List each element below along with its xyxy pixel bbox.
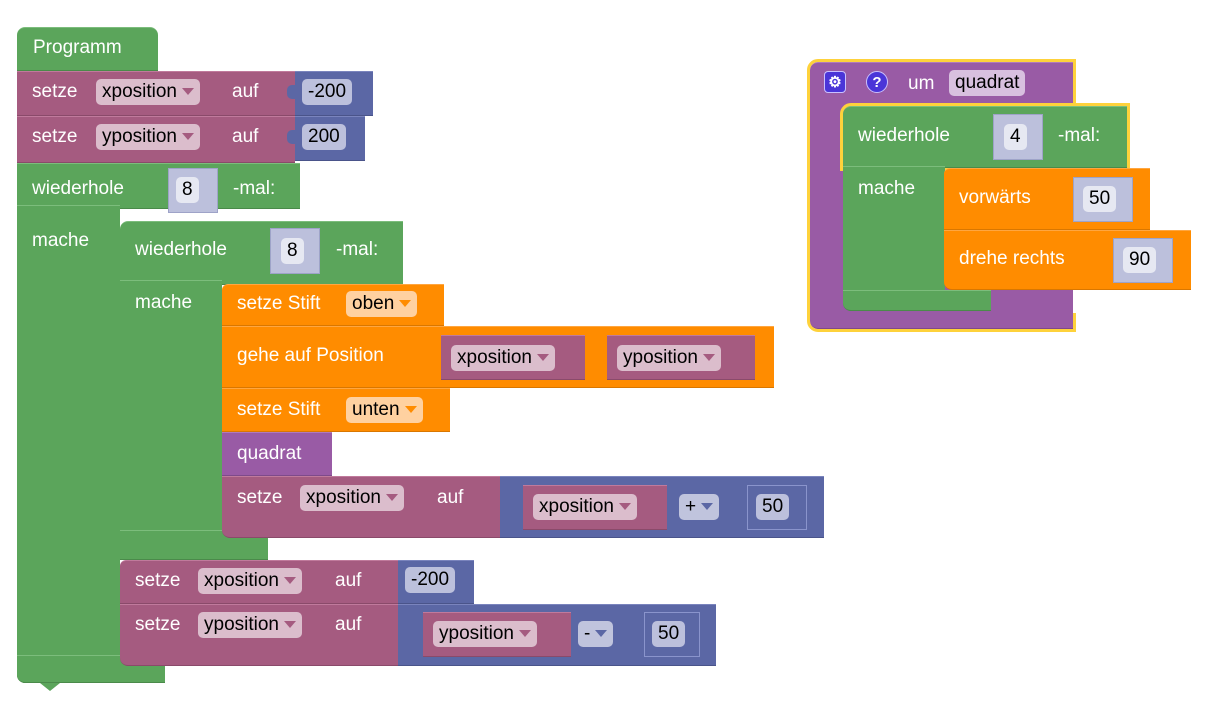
pen-state-dropdown[interactable]: unten bbox=[346, 397, 423, 423]
pen-state-dropdown[interactable]: oben bbox=[346, 291, 418, 317]
set-verb: setze bbox=[135, 570, 181, 591]
set-verb: setze bbox=[32, 126, 78, 147]
chevron-down-icon bbox=[537, 354, 549, 362]
puzzle-tab bbox=[287, 130, 295, 144]
procedure-name-field[interactable]: quadrat bbox=[949, 70, 1026, 96]
operator-dropdown[interactable]: - bbox=[578, 621, 614, 647]
chevron-down-icon bbox=[182, 133, 194, 141]
operator-dropdown[interactable]: + bbox=[679, 494, 720, 520]
bottom-notch bbox=[40, 683, 60, 691]
call-quadrat-block[interactable] bbox=[222, 432, 332, 476]
to-label: auf bbox=[232, 81, 259, 102]
variable-dropdown[interactable]: yposition bbox=[198, 612, 302, 638]
puzzle-tab bbox=[287, 85, 295, 99]
chevron-down-icon bbox=[399, 300, 412, 308]
do-label: mache bbox=[135, 292, 193, 313]
number-field[interactable]: 200 bbox=[302, 124, 346, 150]
chevron-down-icon bbox=[284, 621, 296, 629]
repeat-4-footer bbox=[843, 290, 991, 311]
inner-repeat-spine bbox=[120, 280, 222, 560]
variable-dropdown[interactable]: yposition bbox=[96, 124, 200, 150]
repeat-count-field[interactable]: 4 bbox=[1004, 124, 1027, 150]
number-field[interactable]: 50 bbox=[756, 494, 790, 520]
pen-label: setze Stift bbox=[237, 399, 321, 420]
program-hat-label: Programm bbox=[33, 37, 122, 58]
chevron-down-icon bbox=[619, 503, 631, 511]
forward-distance-field[interactable]: 50 bbox=[1083, 186, 1117, 212]
set-verb: setze bbox=[237, 487, 283, 508]
pen-label: setze Stift bbox=[237, 293, 321, 314]
chevron-down-icon bbox=[595, 630, 608, 638]
repeat-suffix: -mal: bbox=[233, 178, 276, 199]
repeat-suffix: -mal: bbox=[1058, 125, 1101, 146]
to-label: auf bbox=[232, 126, 259, 147]
turn-label: drehe rechts bbox=[959, 248, 1065, 269]
inner-repeat-block[interactable] bbox=[120, 221, 403, 285]
procedure-prefix: um bbox=[908, 73, 935, 94]
chevron-down-icon bbox=[182, 88, 194, 96]
chevron-down-icon bbox=[386, 494, 398, 502]
repeat-label: wiederhole bbox=[32, 178, 124, 199]
repeat-count-field[interactable]: 8 bbox=[281, 238, 304, 264]
turn-angle-field[interactable]: 90 bbox=[1123, 247, 1157, 273]
gear-icon[interactable]: ⚙ bbox=[824, 71, 846, 93]
number-field[interactable]: -200 bbox=[302, 79, 353, 105]
chevron-down-icon bbox=[701, 503, 714, 511]
goto-label: gehe auf Position bbox=[237, 345, 384, 366]
chevron-down-icon bbox=[519, 630, 531, 638]
set-verb: setze bbox=[32, 81, 78, 102]
chevron-down-icon bbox=[284, 577, 296, 585]
set-verb: setze bbox=[135, 614, 181, 635]
outer-repeat-spine bbox=[17, 205, 120, 683]
do-label: mache bbox=[32, 230, 90, 251]
variable-dropdown[interactable]: xposition bbox=[300, 485, 404, 511]
repeat-count-field[interactable]: 8 bbox=[176, 177, 199, 203]
variable-dropdown[interactable]: yposition bbox=[617, 345, 721, 371]
variable-dropdown[interactable]: xposition bbox=[198, 568, 302, 594]
do-label: mache bbox=[858, 178, 916, 199]
to-label: auf bbox=[437, 487, 464, 508]
variable-dropdown[interactable]: yposition bbox=[433, 621, 537, 647]
variable-dropdown[interactable]: xposition bbox=[533, 494, 637, 520]
repeat-4-block[interactable] bbox=[840, 103, 1130, 171]
to-label: auf bbox=[335, 570, 362, 591]
forward-label: vorwärts bbox=[959, 187, 1031, 208]
number-field[interactable]: -200 bbox=[405, 567, 456, 593]
outer-repeat-block[interactable] bbox=[17, 163, 300, 209]
variable-dropdown[interactable]: xposition bbox=[96, 79, 200, 105]
to-label: auf bbox=[335, 614, 362, 635]
repeat-label: wiederhole bbox=[135, 239, 227, 260]
call-label: quadrat bbox=[237, 443, 302, 464]
chevron-down-icon bbox=[703, 354, 715, 362]
help-icon[interactable]: ? bbox=[866, 71, 888, 93]
repeat-4-spine bbox=[843, 166, 945, 311]
variable-dropdown[interactable]: xposition bbox=[451, 345, 555, 371]
repeat-label: wiederhole bbox=[858, 125, 950, 146]
number-field[interactable]: 50 bbox=[652, 621, 686, 647]
program-hat-block[interactable] bbox=[17, 27, 158, 71]
chevron-down-icon bbox=[404, 406, 417, 414]
repeat-suffix: -mal: bbox=[336, 239, 379, 260]
